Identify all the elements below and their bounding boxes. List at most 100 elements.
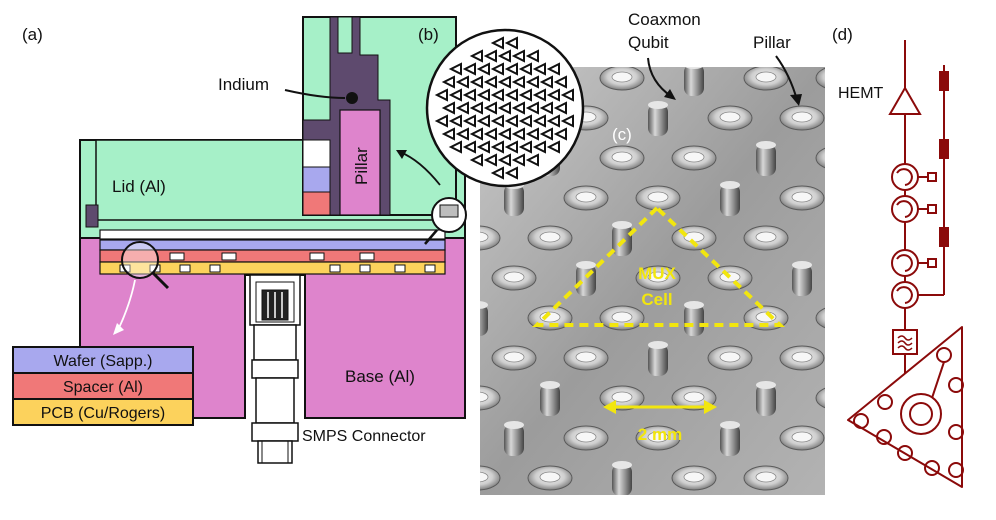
photo-pillar (864, 104, 884, 136)
legend-pcb-label: PCB (Cu/Rogers) (41, 405, 165, 422)
photo-pillar (828, 224, 848, 256)
layout-triangle (476, 62, 490, 76)
central-resonator-inner (909, 402, 933, 426)
photo-qubit (504, 512, 524, 520)
panel-c: MUX Cell 2 mm (b) (c) Coaxmon Qubit Pill… (418, 10, 896, 520)
layout-triangle (511, 127, 525, 141)
photo-pillar (684, 67, 704, 96)
photo-pillar-top (864, 341, 884, 349)
pillar-arrowhead (790, 94, 802, 106)
photo-qubit-pit (852, 426, 896, 450)
photo-qubit (575, 351, 597, 363)
lid-indium-left (85, 204, 99, 228)
layout-triangle (462, 140, 476, 154)
legend-wafer-label: Wafer (Sapp.) (54, 353, 153, 370)
photo-pillar (864, 344, 884, 376)
layout-triangle (553, 101, 567, 115)
scale-label: 2 mm (638, 425, 682, 444)
indium-label: Indium (218, 75, 269, 94)
layout-triangle (525, 153, 539, 167)
layout-triangle (483, 127, 497, 141)
layout-triangle (441, 101, 455, 115)
layout-triangle (532, 140, 546, 154)
layout-triangle (448, 88, 462, 102)
photo-qubit (683, 471, 705, 483)
layout-triangle (462, 114, 476, 128)
photo-pillar-top (792, 261, 812, 269)
photo-pillar-top (756, 141, 776, 149)
photo-pillar-top (864, 101, 884, 109)
photo-pillar (648, 104, 668, 136)
layout-triangle (441, 75, 455, 89)
layout-triangle (525, 101, 539, 115)
photo-qubit (791, 431, 813, 443)
mux-cell-outline (532, 205, 786, 327)
photo-qubit (647, 191, 669, 203)
layout-triangle (441, 127, 455, 141)
photo-pillar (684, 304, 704, 336)
photo-pillar (792, 264, 812, 296)
photo-pillar (504, 184, 524, 216)
layout-triangle (525, 127, 539, 141)
panel-c-label: (c) (612, 125, 632, 144)
layout-triangle (469, 49, 483, 63)
layout-triangle (490, 166, 504, 180)
photo-qubit (575, 191, 597, 203)
layout-triangle (504, 140, 518, 154)
layout-triangle (455, 101, 469, 115)
photo-qubit (647, 271, 669, 283)
layout-triangle (455, 127, 469, 141)
layout-triangle (490, 62, 504, 76)
layout-triangle (532, 62, 546, 76)
panel-a: (a) (12, 16, 467, 464)
feedline-link (931, 361, 945, 399)
photo-qubit (611, 151, 633, 163)
layout-triangle (497, 49, 511, 63)
photo-qubit (647, 431, 669, 443)
layout-triangle (434, 114, 448, 128)
chip-stack (99, 229, 446, 275)
photo-qubit (864, 272, 884, 282)
photo-pillar-top (576, 501, 596, 509)
photo-pillar (612, 464, 632, 495)
photo-pillar (756, 384, 776, 416)
triangle-grid (434, 36, 574, 180)
photo-qubit (503, 351, 525, 363)
panel-d: (d) HEMT (832, 25, 964, 488)
photo-qubit (611, 71, 633, 83)
photo-pillar-top (576, 261, 596, 269)
layout-triangle (483, 49, 497, 63)
photo-qubit (864, 512, 884, 520)
photo-qubit (611, 311, 633, 323)
triangle-nodes (853, 347, 964, 478)
readout-triangle (847, 326, 963, 488)
photo-qubit (791, 111, 813, 123)
photo-qubit (791, 351, 813, 363)
photo-qubit-pit (492, 506, 536, 520)
indium-leader (284, 89, 346, 99)
photo-qubit (755, 471, 777, 483)
photo-qubit-pit (852, 266, 896, 290)
layout-triangle (434, 88, 448, 102)
layout-triangle (504, 166, 518, 180)
photo-pillar-top (612, 221, 632, 229)
layout-triangle (490, 140, 504, 154)
photo-pillar (504, 424, 524, 456)
photo-qubit-pit (815, 307, 825, 329)
cell-label: Cell (641, 290, 672, 309)
photo-qubit-pit (852, 506, 896, 520)
magnifier-right (396, 150, 467, 245)
layout-triangle (476, 88, 490, 102)
layout-triangle (553, 127, 567, 141)
inset-channel-top (337, 16, 353, 54)
layer-legend: Wafer (Sapp.) Spacer (Al) PCB (Cu/Rogers… (12, 346, 194, 426)
layout-triangle (504, 88, 518, 102)
legend-spacer-label: Spacer (Al) (63, 379, 143, 396)
inset-wafer (302, 166, 331, 193)
lid-label: Lid (Al) (112, 177, 166, 196)
filter-symbol (897, 335, 913, 351)
layout-triangle (490, 88, 504, 102)
layout-triangle (504, 114, 518, 128)
photo-pillar-top (684, 301, 704, 309)
